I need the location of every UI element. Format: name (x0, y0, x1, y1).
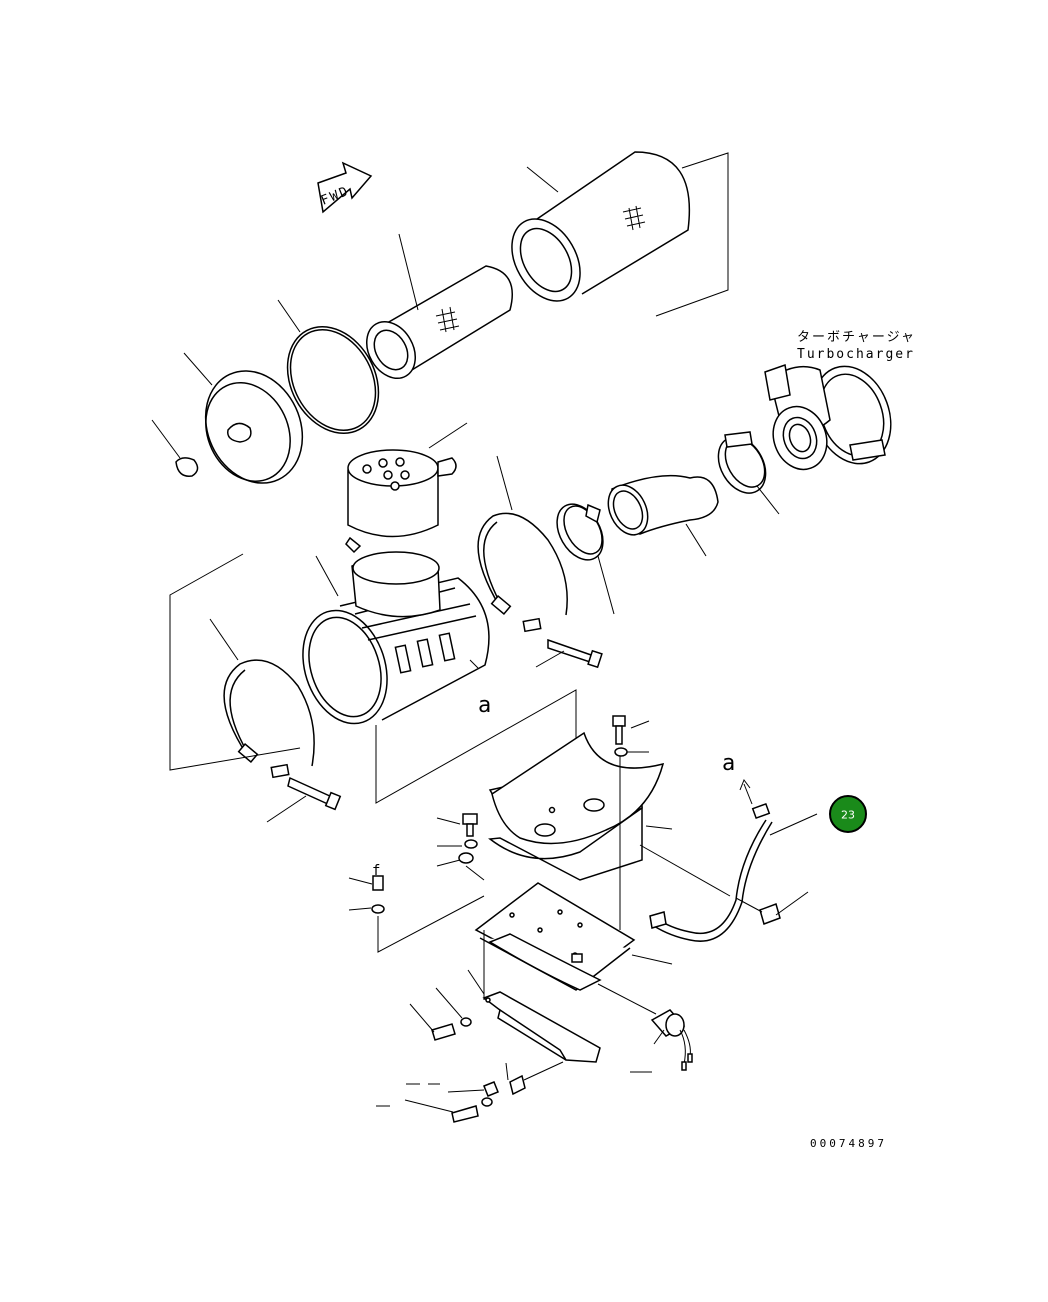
support-bracket (467, 930, 601, 1063)
drawing-number: 00074897 (810, 1137, 887, 1150)
callout-23[interactable]: 23 (829, 795, 867, 833)
inner-filter-element (366, 233, 514, 379)
bolt-group-far-left: f (348, 863, 485, 953)
fwd-arrow: FWD (317, 161, 373, 214)
evacuator-valve (151, 419, 199, 477)
o-ring (277, 299, 380, 434)
mounting-plate (465, 865, 673, 991)
band-clamp-upper (477, 455, 568, 633)
hose-clamp-small (556, 503, 615, 615)
ref-f: f (372, 863, 382, 879)
dust-indicator-sensor (597, 983, 693, 1073)
turbocharger-label-en: Turbocharger (797, 347, 915, 362)
turbocharger: ターボチャージャ Turbocharger (764, 330, 916, 471)
outer-filter-element (511, 151, 729, 317)
bracket-line-left (169, 553, 301, 771)
indicator-tube: a (639, 751, 818, 942)
ref-a-upper: a (478, 693, 493, 718)
air-cleaner-body: a (302, 551, 493, 725)
precleaner (345, 422, 468, 554)
intake-hose (607, 474, 719, 557)
bolt-group-left (436, 813, 478, 867)
end-cover (183, 352, 304, 484)
bolt-cradle-right (612, 715, 650, 757)
callout-circle[interactable] (829, 795, 867, 833)
clamp-bolt-upper (535, 638, 603, 669)
ref-a-lower: a (722, 751, 737, 776)
bracket-line-center (375, 689, 577, 804)
band-clamp-lower (209, 618, 315, 779)
turbocharger-label-jp: ターボチャージャ (797, 330, 916, 345)
cradle-bracket (488, 731, 673, 930)
hose-clamp-large (717, 431, 780, 515)
bolt-group-bottom (376, 987, 564, 1123)
clamp-bolt-lower (266, 776, 342, 823)
callout-number[interactable]: 23 (841, 809, 855, 822)
